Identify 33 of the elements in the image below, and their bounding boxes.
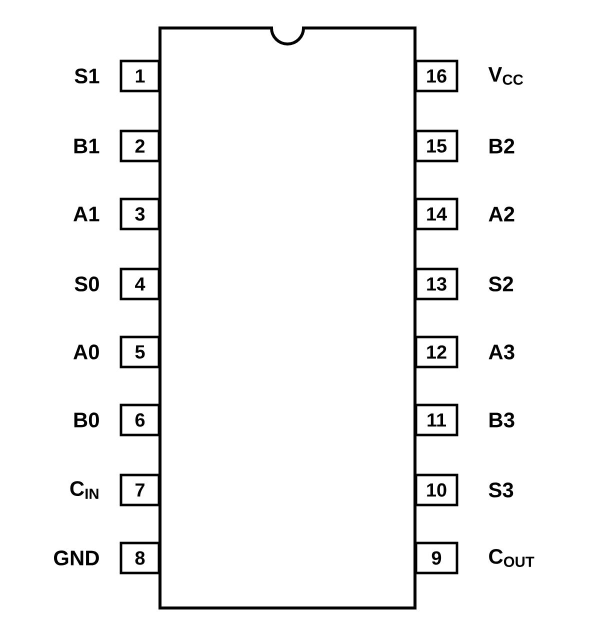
pin-label: A1 [73,206,100,222]
pin-box: 4 [120,268,160,300]
pin-label: B2 [490,138,514,154]
pin-box: 1 [120,60,160,92]
pin-label: GND [54,550,99,566]
pin-box: 3 [120,198,160,230]
pin-box: 5 [120,336,160,368]
pin-label: B0 [74,412,99,428]
pin-label: V$_{CC}$ [488,67,524,85]
pin-label: C$_{OUT}$ [489,549,534,567]
pin-box: 8 [120,542,160,574]
pin-box: 9 [414,542,458,574]
pin-box: 10 [414,474,458,506]
pin-box: 7 [120,474,160,506]
chip-body [158,26,416,610]
pin-label: A3 [488,344,514,360]
pin-label: A2 [488,206,514,222]
pin-label: A0 [73,344,99,360]
pin-box: 15 [414,130,458,162]
pin-box: 16 [414,60,458,92]
pin-box: 2 [120,130,160,162]
pin-box: 11 [414,404,458,436]
pin-box: 12 [414,336,458,368]
pin-box: 13 [414,268,458,300]
pin-box: 6 [120,404,160,436]
pin-label: B3 [490,412,514,428]
pin-label: S1 [74,68,100,84]
pin-box: 14 [414,198,458,230]
pin-label: B1 [74,138,100,154]
pin-label: S2 [488,276,514,292]
pin-label: S0 [74,276,99,292]
pin-label: S3 [488,482,514,498]
pin-label: C$_{IN}$ [70,481,98,499]
